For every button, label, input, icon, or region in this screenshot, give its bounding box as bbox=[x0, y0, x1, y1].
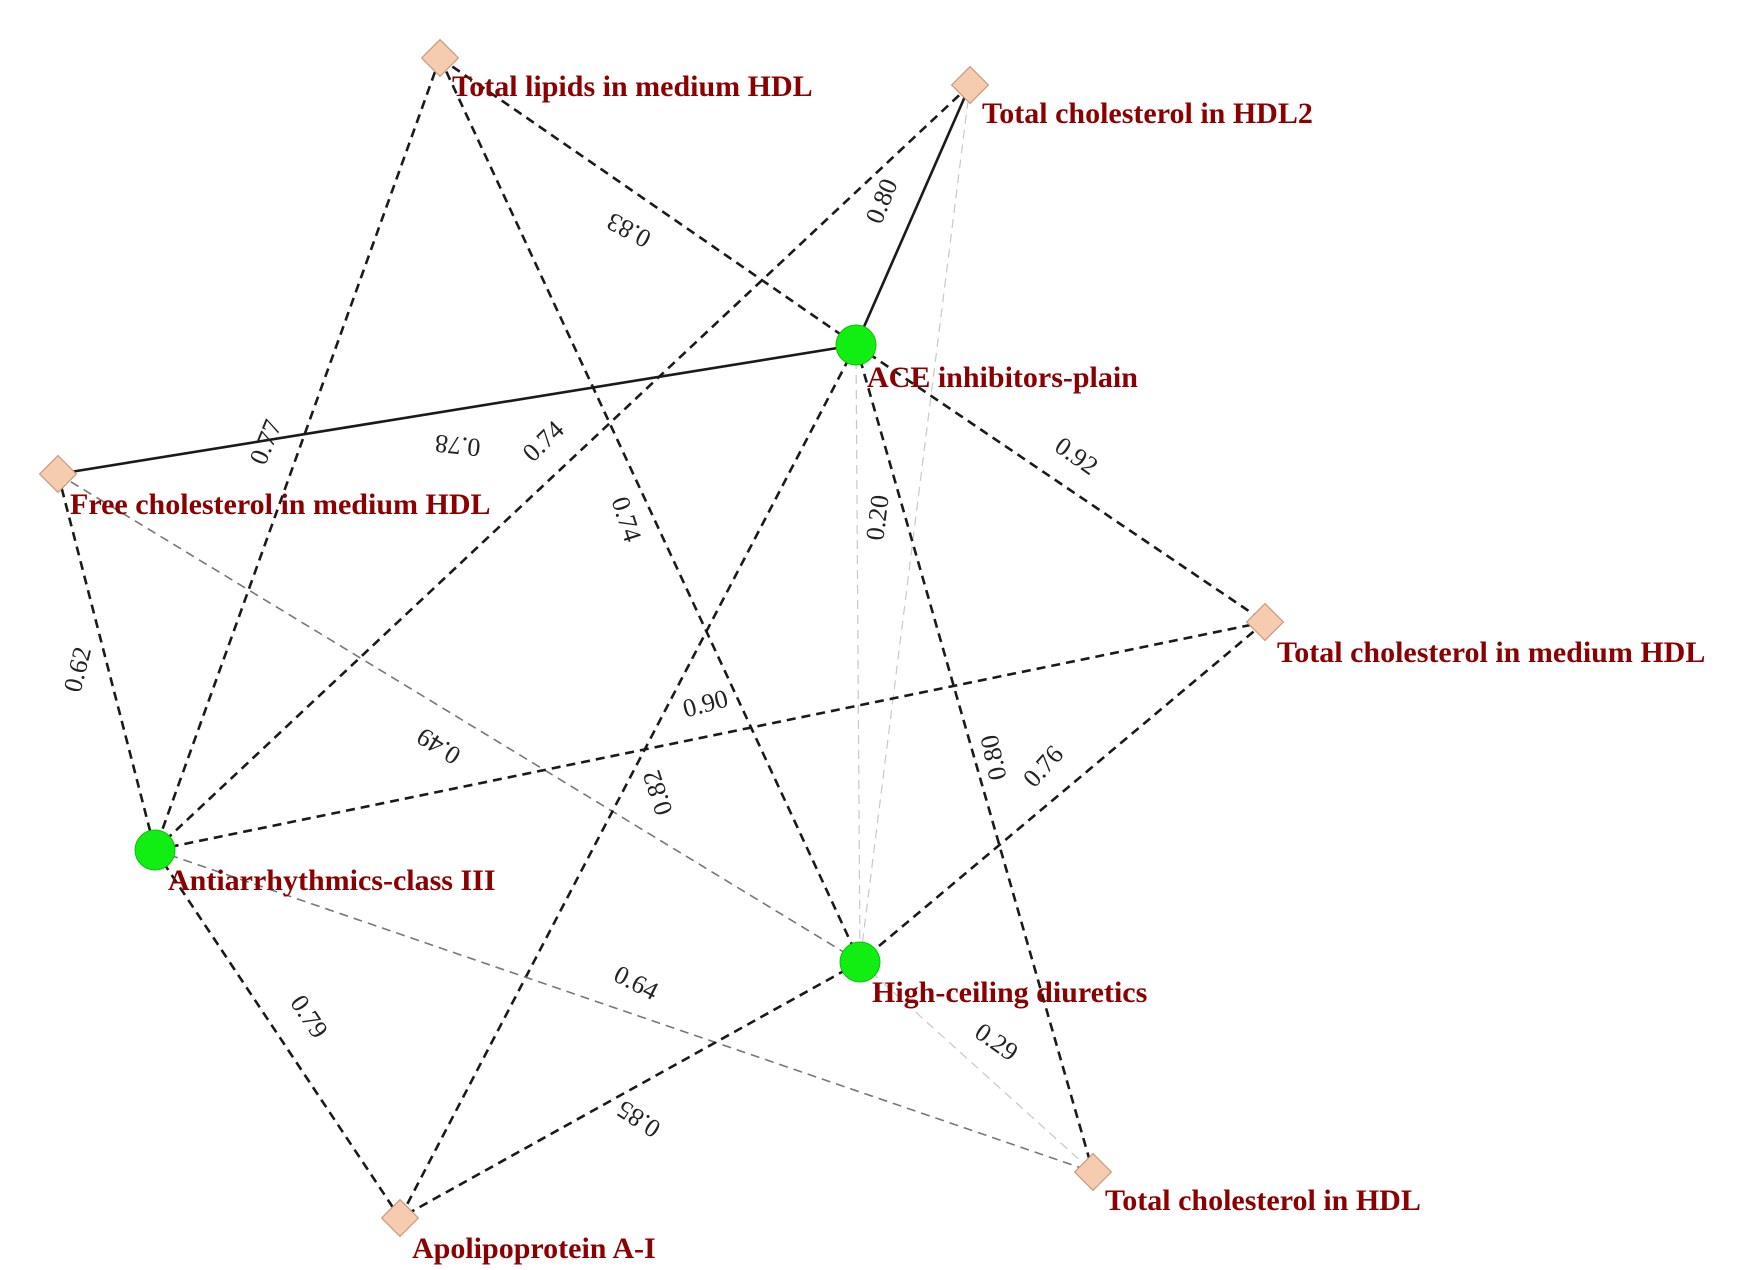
node-label-high-ceiling-diuretics: High-ceiling diuretics bbox=[872, 976, 1147, 1009]
edge-weight-label: 0.20 bbox=[860, 493, 894, 542]
edge-antiarrhythmics-class-iii-to-apolipoprotein-a1 bbox=[153, 849, 402, 1219]
lipid-node-total-cholesterol-hdl bbox=[1073, 1152, 1113, 1192]
edge-weight-label: 0.82 bbox=[637, 767, 679, 819]
edge-weight-label: 0.76 bbox=[1017, 740, 1069, 793]
lipid-node-total-lipids-medium-hdl bbox=[420, 38, 460, 78]
edge-antiarrhythmics-class-iii-to-total-cholesterol-medium-hdl bbox=[154, 620, 1266, 852]
node-label-total-cholesterol-medium-hdl: Total cholesterol in medium HDL bbox=[1277, 636, 1705, 669]
drug-node-high-ceiling-diuretics bbox=[839, 941, 881, 983]
node-label-total-lipids-medium-hdl: Total lipids in medium HDL bbox=[452, 70, 813, 103]
edge-free-cholesterol-medium-hdl-to-ace-inhibitors-plain bbox=[57, 343, 857, 476]
edge-weight-label: 0.77 bbox=[244, 416, 288, 469]
lipid-node-apolipoprotein-a1 bbox=[380, 1198, 420, 1238]
nodes-layer bbox=[38, 38, 1285, 1238]
node-label-free-cholesterol-medium-hdl: Free cholesterol in medium HDL bbox=[70, 488, 491, 521]
edge-high-ceiling-diuretics-to-total-cholesterol-hdl bbox=[859, 961, 1094, 1173]
lipid-node-total-cholesterol-hdl2 bbox=[950, 65, 990, 105]
edge-weight-label: 0.83 bbox=[602, 207, 656, 254]
edge-total-lipids-medium-hdl-to-high-ceiling-diuretics bbox=[438, 57, 862, 963]
edges-layer bbox=[56, 56, 1266, 1220]
drug-node-ace-inhibitors-plain bbox=[835, 324, 877, 366]
node-label-total-cholesterol-hdl: Total cholesterol in HDL bbox=[1105, 1184, 1421, 1217]
edge-ace-inhibitors-plain-to-high-ceiling-diuretics bbox=[855, 344, 861, 963]
edge-total-lipids-medium-hdl-to-antiarrhythmics-class-iii bbox=[153, 57, 442, 851]
edge-weight-label: 0.79 bbox=[284, 990, 333, 1044]
node-label-total-cholesterol-hdl2: Total cholesterol in HDL2 bbox=[982, 97, 1313, 130]
node-labels-layer: Total lipids in medium HDL Total choleste… bbox=[70, 70, 1705, 1265]
edge-weight-label: 0.90 bbox=[680, 684, 731, 724]
edge-free-cholesterol-medium-hdl-to-high-ceiling-diuretics bbox=[57, 473, 861, 963]
node-label-ace-inhibitors-plain: ACE inhibitors-plain bbox=[867, 361, 1138, 394]
lipid-node-free-cholesterol-medium-hdl bbox=[38, 454, 78, 494]
node-label-antiarrhythmics-class-iii: Antiarrhythmics-class III bbox=[168, 864, 496, 897]
edge-weight-label: 0.29 bbox=[969, 1017, 1023, 1067]
edge-weight-label: 0.92 bbox=[1049, 431, 1103, 481]
edge-total-cholesterol-hdl2-to-ace-inhibitors-plain bbox=[854, 84, 972, 346]
drug-node-antiarrhythmics-class-iii bbox=[134, 829, 176, 871]
edge-weight-label: 0.49 bbox=[412, 722, 466, 771]
edge-ace-inhibitors-plain-to-total-cholesterol-hdl bbox=[854, 344, 1095, 1173]
lipid-node-total-cholesterol-medium-hdl bbox=[1245, 602, 1285, 642]
node-label-apolipoprotein-a1: Apolipoprotein A-I bbox=[412, 1232, 656, 1265]
edge-total-cholesterol-medium-hdl-to-high-ceiling-diuretics bbox=[859, 621, 1266, 963]
edge-total-cholesterol-hdl2-to-high-ceiling-diuretics bbox=[859, 84, 971, 963]
edge-ace-inhibitors-plain-to-apolipoprotein-a1 bbox=[398, 344, 858, 1219]
edge-free-cholesterol-medium-hdl-to-antiarrhythmics-class-iii bbox=[56, 473, 157, 851]
edge-total-lipids-medium-hdl-to-ace-inhibitors-plain bbox=[439, 56, 857, 347]
edge-weight-label: 0.64 bbox=[609, 959, 663, 1005]
edge-total-cholesterol-hdl2-to-antiarrhythmics-class-iii bbox=[154, 84, 971, 851]
edge-weight-label: 0.74 bbox=[517, 415, 570, 467]
edge-weight-label: 0.80 bbox=[975, 732, 1013, 783]
edge-weight-label: 0.78 bbox=[434, 429, 482, 463]
edge-weight-label: 0.85 bbox=[612, 1095, 666, 1144]
edge-weight-label: 0.62 bbox=[58, 644, 97, 695]
edge-high-ceiling-diuretics-to-apolipoprotein-a1 bbox=[399, 960, 861, 1220]
edge-weight-label: 0.74 bbox=[606, 493, 648, 545]
edge-antiarrhythmics-class-iii-to-total-cholesterol-hdl bbox=[154, 849, 1094, 1173]
edge-ace-inhibitors-plain-to-total-cholesterol-medium-hdl bbox=[855, 343, 1266, 624]
